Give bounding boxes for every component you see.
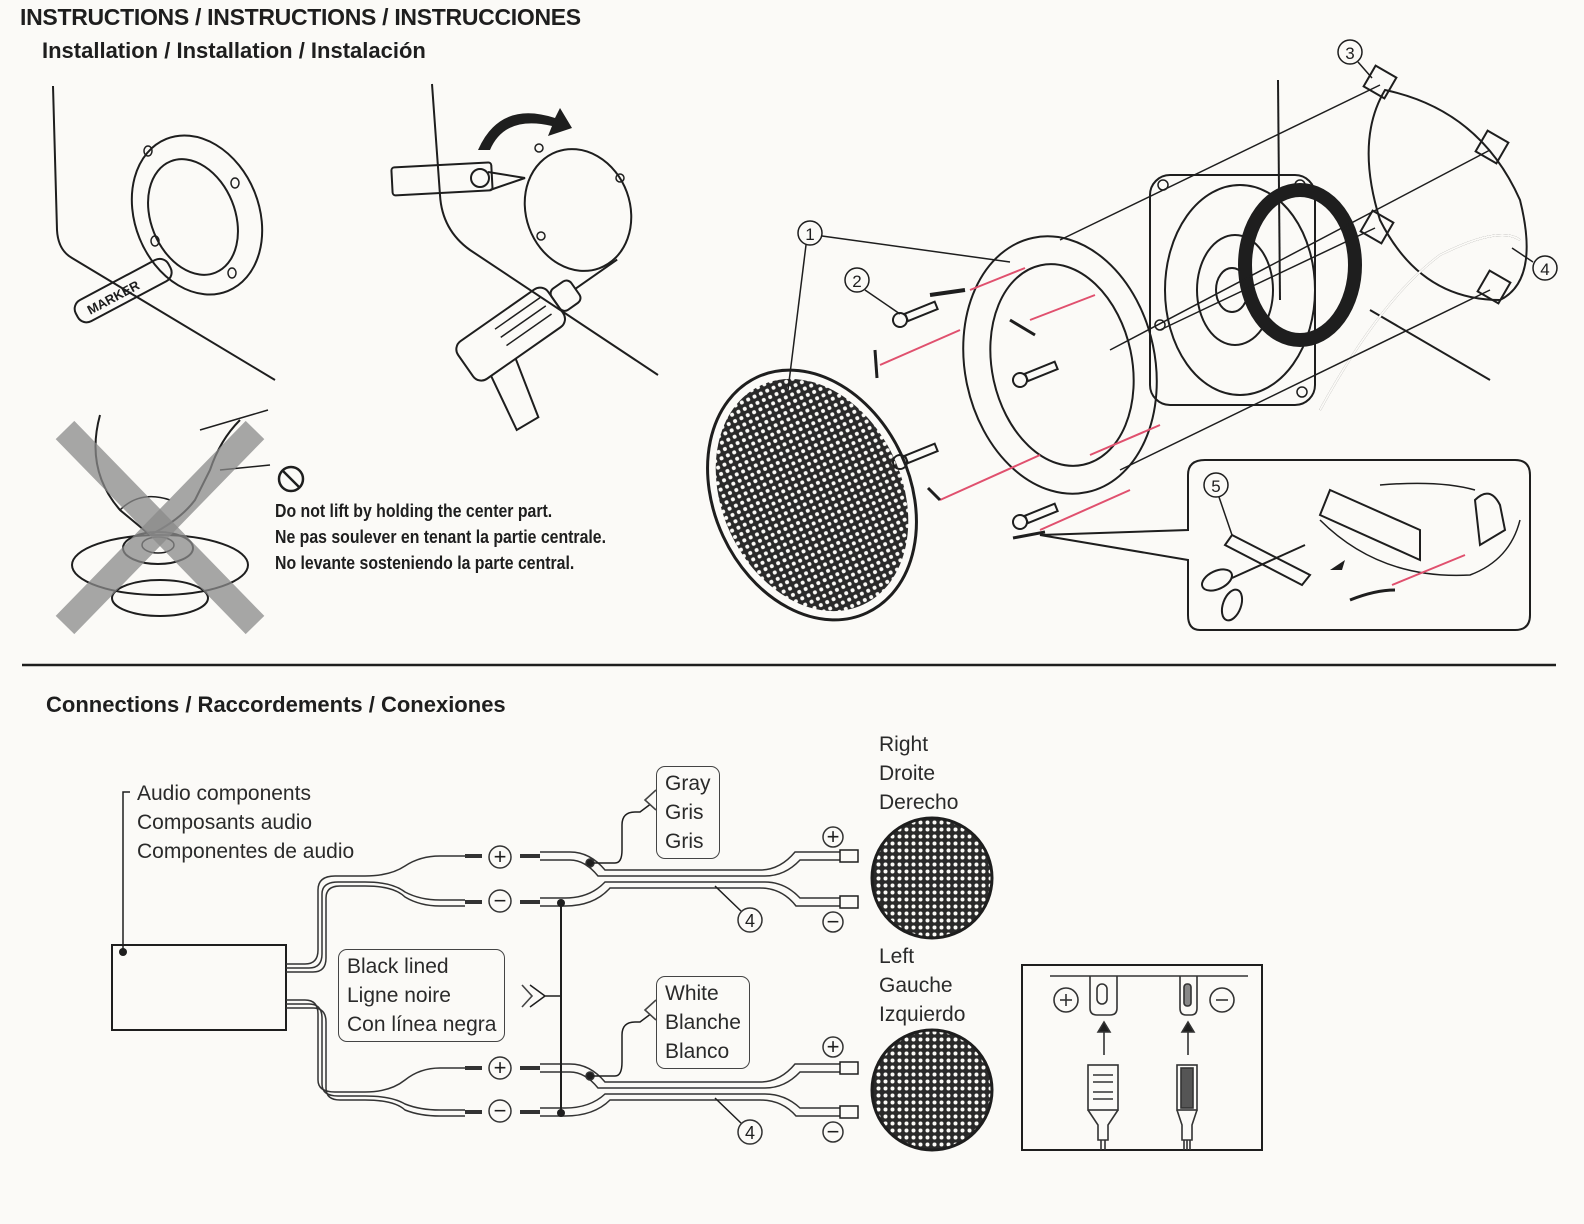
upper-wire-bundle xyxy=(286,854,482,973)
svg-text:+: + xyxy=(827,1034,840,1059)
installation-heading: Installation / Installation / Instalació… xyxy=(42,38,426,63)
svg-text:−: − xyxy=(494,1098,507,1123)
svg-text:+: + xyxy=(494,844,507,869)
prohibited-icon xyxy=(277,465,305,493)
svg-text:5: 5 xyxy=(1211,477,1220,496)
audio-components-label: Audio components Composants audio Compon… xyxy=(137,782,355,863)
drill xyxy=(455,258,618,432)
svg-text:2: 2 xyxy=(852,272,861,291)
svg-text:−: − xyxy=(827,1119,840,1144)
svg-text:+: + xyxy=(827,824,840,849)
right-speaker-cable xyxy=(520,799,859,909)
cable-ref-upper: 4 xyxy=(714,885,763,933)
minus-icon: − xyxy=(488,888,512,913)
callout-4: 4 xyxy=(1511,247,1558,281)
step2-cut-drill-illustration xyxy=(390,83,659,432)
plus-icon xyxy=(1053,987,1079,1013)
svg-text:4: 4 xyxy=(745,911,755,931)
speaker-grille xyxy=(706,368,918,622)
minus-icon xyxy=(1209,987,1235,1013)
cable-ref-lower: 4 xyxy=(714,1097,763,1145)
svg-text:+: + xyxy=(494,1055,507,1080)
left-speaker-cable xyxy=(520,1009,859,1119)
screws xyxy=(892,300,1059,530)
minus-icon: − xyxy=(822,1119,844,1144)
callout-2: 2 xyxy=(844,267,901,315)
left-speaker xyxy=(870,1028,994,1152)
svg-text:3: 3 xyxy=(1345,44,1354,63)
svg-text:−: − xyxy=(827,909,840,934)
svg-text:−: − xyxy=(494,888,507,913)
plus-icon: + xyxy=(488,1055,512,1080)
terminal-polarity-inset xyxy=(1021,964,1263,1151)
white-wire-callout: White Blanche Blanco xyxy=(656,976,750,1069)
exploded-speaker-view: 1 2 3 4 5 xyxy=(706,39,1558,631)
right-speaker xyxy=(870,816,994,940)
warning-line-es: No levante sosteniendo la parte central. xyxy=(275,553,575,573)
plus-icon: + xyxy=(822,824,844,849)
polarity-symbols: + − + − + − + − xyxy=(488,824,844,1144)
black-lined-bus xyxy=(529,899,565,1117)
svg-text:4: 4 xyxy=(1540,260,1549,279)
cable-tie-inset: 5 xyxy=(1039,459,1531,631)
svg-text:4: 4 xyxy=(745,1123,755,1143)
lower-wire-bundle xyxy=(286,999,482,1117)
callout-1: 1 xyxy=(787,220,1011,391)
warning-line-en: Do not lift by holding the center part. xyxy=(275,501,553,521)
left-speaker-label: Left Gauche Izquierdo xyxy=(879,945,966,1026)
warning-line-fr: Ne pas soulever en tenant la partie cent… xyxy=(275,527,607,547)
callout-3: 3 xyxy=(1337,39,1373,79)
right-speaker-label: Right Droite Derecho xyxy=(879,733,959,814)
page-title: INSTRUCTIONS / INSTRUCTIONS / INSTRUCCIO… xyxy=(20,4,581,30)
black-lined-callout: Black lined Ligne noire Con línea negra xyxy=(338,949,506,1042)
plus-icon: + xyxy=(822,1034,844,1059)
minus-icon: − xyxy=(822,909,844,934)
svg-text:1: 1 xyxy=(805,225,814,244)
warning-text: Do not lift by holding the center part. … xyxy=(275,498,606,576)
wrong-handling-illustration xyxy=(55,409,271,635)
audio-component-box xyxy=(111,944,287,1031)
connections-heading: Connections / Raccordements / Conexiones xyxy=(46,692,506,717)
gray-wire-callout: Gray Gris Gris xyxy=(656,766,720,859)
minus-icon: − xyxy=(488,1098,512,1123)
plus-icon: + xyxy=(488,844,512,869)
